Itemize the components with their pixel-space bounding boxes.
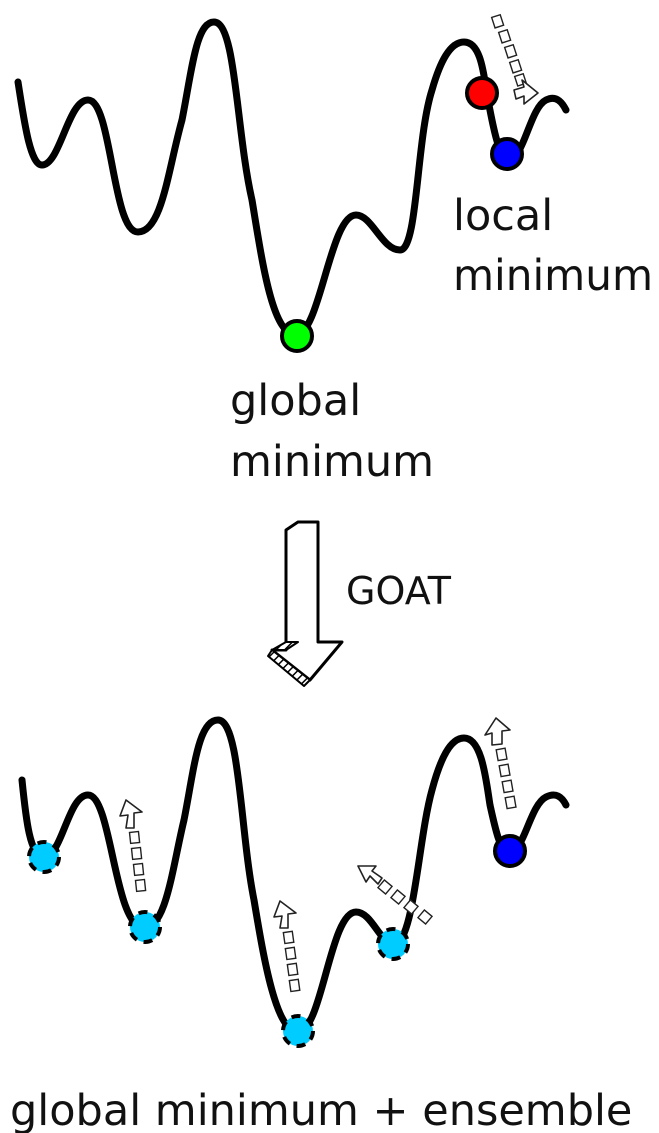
global-minimum-label-line2: minimum: [230, 437, 434, 487]
ascent-trail-3: [357, 865, 434, 926]
ensemble-ball-4: [376, 927, 410, 961]
up-arrow-icon: [119, 799, 143, 829]
global-minimum-ball: [280, 319, 314, 353]
descent-trail: [490, 13, 539, 105]
up-arrow-icon: [273, 900, 297, 929]
ascent-trail-2: [273, 900, 301, 993]
ascent-trail-4: [484, 717, 517, 810]
goat-label: GOAT: [346, 569, 452, 613]
ascent-trail-1: [119, 799, 147, 893]
top-panel: local minimum global minimum: [14, 13, 653, 487]
ensemble-ball-2: [128, 910, 162, 944]
ensemble-ball-1: [27, 840, 61, 874]
transition: GOAT: [267, 520, 452, 687]
local-minimum-ball: [493, 834, 527, 868]
up-left-arrow-icon: [357, 865, 383, 885]
up-arrow-icon: [484, 717, 511, 746]
bottom-panel: global minimum + ensemble: [10, 716, 632, 1133]
down-arrow-icon: [267, 520, 344, 687]
local-minimum-ball: [490, 137, 524, 171]
local-minimum-label-line2: minimum: [453, 251, 653, 301]
ensemble-ball-3: [281, 1014, 315, 1048]
start-ball: [465, 76, 499, 110]
global-minimum-label-line1: global: [230, 376, 361, 426]
ensemble-caption: global minimum + ensemble: [10, 1086, 632, 1133]
descent-arrow-icon: [513, 79, 539, 105]
local-minimum-label-line1: local: [453, 191, 553, 241]
